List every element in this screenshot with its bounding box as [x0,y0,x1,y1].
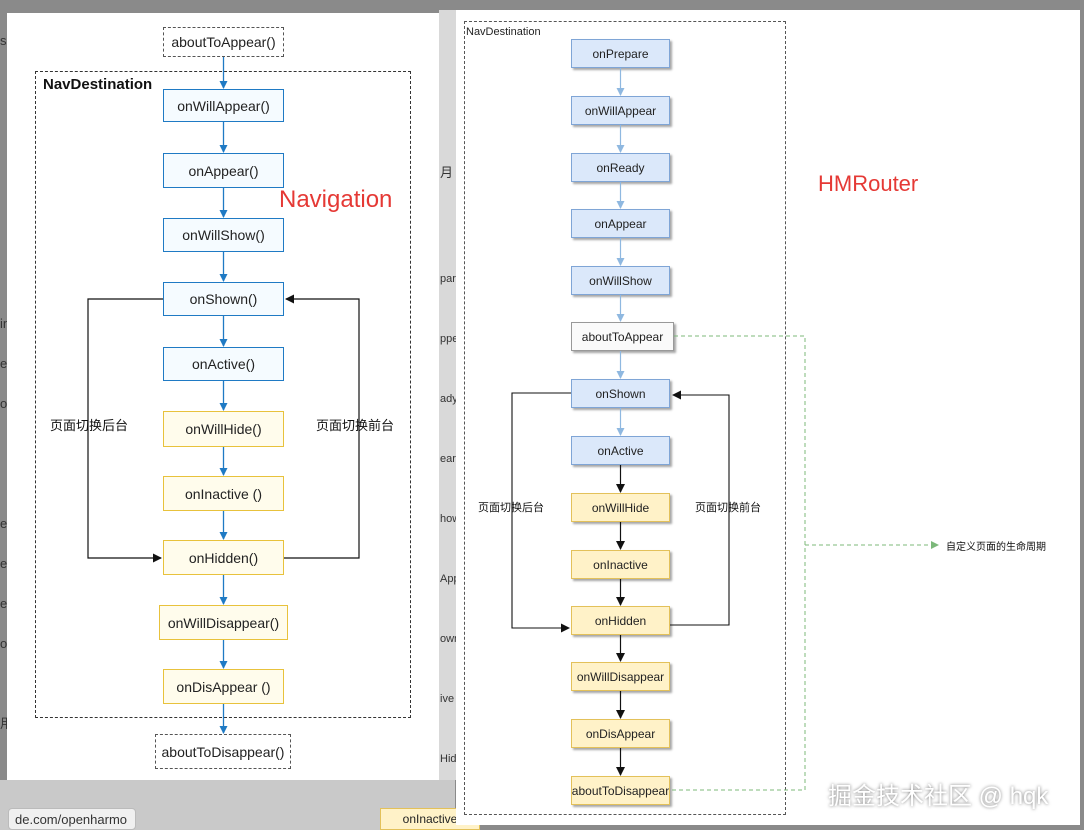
hm-lifecycle-step: onAppear [571,209,670,238]
bg-url-field: de.com/openharmo [8,808,136,830]
hm-lifecycle-step: aboutToDisappear [571,776,670,805]
lifecycle-step: onWillDisappear() [159,605,288,640]
hmrouter-lifecycle-panel [456,10,1080,825]
bg-fragment: o [0,396,8,411]
hm-lifecycle-step: onWillDisappear [571,662,670,691]
hm-lifecycle-step: onPrepare [571,39,670,68]
bg-fragment: ear [440,453,456,465]
lifecycle-step: onInactive () [163,476,284,511]
bg-fragment: 月 [440,165,454,180]
hm-lifecycle-step: onDisAppear [571,719,670,748]
lifecycle-step: onActive() [163,347,284,381]
hm-lifecycle-step: aboutToAppear [571,322,674,351]
lifecycle-step: onDisAppear () [163,669,284,704]
lifecycle-step: onHidden() [163,540,284,575]
custom-lifecycle-bracket [670,335,939,791]
lifecycle-step: onWillShow() [163,218,284,252]
lifecycle-step: onWillHide() [163,411,284,447]
left-loop-arrows [87,294,360,563]
lifecycle-step: onAppear() [163,153,284,188]
hm-nav-destination-container [464,21,786,815]
bg-fragment: o [0,636,8,651]
custom-lifecycle-note: 自定义页面的生命周期 [946,542,1046,553]
bg-fragment: e [0,356,8,371]
hm-lifecycle-step: onWillShow [571,266,670,295]
hmrouter-title: HMRouter [818,171,919,196]
watermark: 掘金技术社区 @ hqk [828,783,1049,810]
lifecycle-step: onWillAppear() [163,89,284,122]
bg-oninactive-box: onInactive [380,808,480,830]
about-to-appear-node: aboutToAppear() [163,27,284,57]
hm-lifecycle-step: onActive [571,436,670,465]
hm-lifecycle-step: onInactive [571,550,670,579]
bg-fragment: ive [440,693,455,705]
hm-loop-right-label: 页面切换前台 [695,499,761,515]
bg-fragment: in [0,316,11,331]
loop-right-label: 页面切换前台 [316,415,395,434]
right-loop-arrows [511,390,730,633]
lifecycle-step: onShown() [163,282,284,316]
bg-fragment: e [0,596,8,611]
bg-fragment: how [440,513,461,525]
hm-lifecycle-step: onReady [571,153,670,182]
bg-fragment: own [440,633,461,645]
bg-fragment: App [440,573,460,585]
hm-loop-left-label: 页面切换后台 [478,499,544,515]
bg-fragment: ady [440,393,458,405]
hm-lifecycle-step: onWillHide [571,493,670,522]
navigation-title: Navigation [279,186,393,213]
bg-gap-strip [439,10,456,780]
hm-lifecycle-step: onShown [571,379,670,408]
hm-lifecycle-step: onHidden [571,606,670,635]
bg-fragment: ppe [440,333,459,345]
hm-lifecycle-step: onWillAppear [571,96,670,125]
bg-fragment: e [0,556,8,571]
nav-destination-label: NavDestination [43,76,153,93]
bg-fragment: e [0,516,8,531]
about-to-disappear-node: aboutToDisappear() [155,734,291,769]
hm-nav-destination-label: NavDestination [466,26,541,38]
loop-left-label: 页面切换后台 [50,415,129,434]
